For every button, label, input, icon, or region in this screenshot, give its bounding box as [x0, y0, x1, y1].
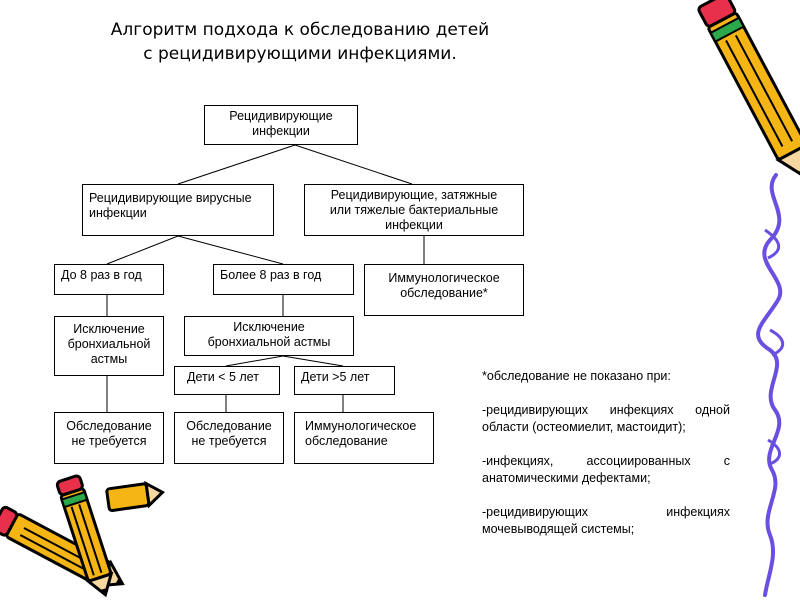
box-up-to-8-per-year: До 8 раз в год	[54, 264, 164, 295]
slide-title-line2: с рецидивирующими инфекциями.	[143, 44, 457, 64]
box-children-over-5: Дети >5 лет	[294, 366, 395, 395]
pencil-bottom-left-3-icon	[105, 480, 165, 513]
footnote-line2: -рецидивирующих инфекциях одной области …	[482, 403, 730, 434]
slide-title-line1: Алгоритм подхода к обследованию детей	[110, 20, 490, 40]
box-over-8-per-year: Более 8 раз в год	[213, 264, 354, 295]
spiral-ribbon-icon	[756, 173, 783, 597]
footnote-line3: -инфекциях, ассоциированных с анатомичес…	[482, 454, 730, 485]
pencil-top-right-icon	[697, 0, 800, 180]
footnote: *обследование не показано при: -рецидиви…	[482, 368, 730, 555]
box-children-under-5: Дети < 5 лет	[174, 366, 280, 395]
pencil-bottom-left-2-icon	[55, 474, 114, 598]
footnote-line4: -рецидивирующих инфекциях мочевыводящей …	[482, 505, 730, 536]
slide-title: Алгоритм подхода к обследованию детей с …	[60, 18, 540, 66]
footnote-line1: *обследование не показано при:	[482, 369, 671, 383]
